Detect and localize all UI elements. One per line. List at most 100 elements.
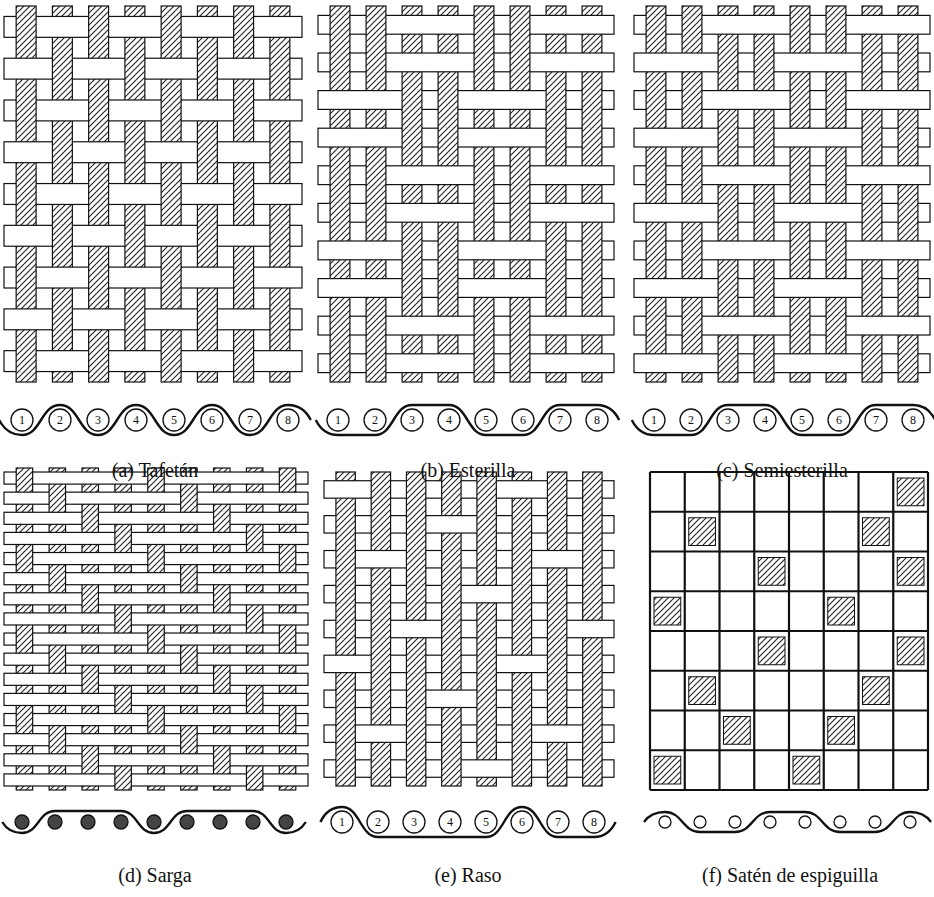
warp-edge [753, 353, 754, 374]
warp-section [87, 409, 109, 431]
warp-edge [330, 165, 331, 186]
warp-edge [197, 572, 198, 586]
weft-thread [4, 532, 308, 544]
warp-edge [425, 480, 426, 499]
warp-edge [421, 127, 422, 148]
warp-edge [512, 584, 513, 603]
warp-edge [131, 612, 132, 626]
warp-float [161, 350, 181, 373]
warp-edge [88, 350, 89, 373]
warp-edge [547, 654, 548, 673]
warp-edge [601, 724, 602, 743]
warp-edge [717, 52, 718, 73]
warp-edge [289, 224, 290, 247]
warp-float [442, 619, 461, 638]
callout-number: 2 [375, 816, 381, 828]
warp-edge [180, 15, 181, 38]
warp-float [826, 90, 846, 111]
warp-edge [402, 278, 403, 299]
weave-pattern [324, 472, 614, 786]
warp-edge [581, 90, 582, 111]
warp-float [442, 724, 461, 743]
warp-edge [474, 353, 475, 374]
warp-float [366, 315, 386, 336]
warp-float [161, 183, 181, 206]
warp-section [717, 409, 739, 431]
warp-edge [49, 733, 50, 747]
warp-edge [72, 141, 73, 164]
warp-edge [262, 612, 263, 626]
warp-float [330, 353, 350, 374]
warp-section [799, 816, 811, 828]
weft-thread [324, 481, 614, 498]
warp-edge [510, 353, 511, 374]
warp-edge [233, 183, 234, 206]
warp-edge [881, 127, 882, 148]
warp-float [547, 689, 566, 708]
warp-float [279, 552, 295, 566]
warp-section [201, 409, 223, 431]
warp-edge [601, 90, 602, 111]
weft-thread [318, 128, 614, 147]
warp-edge [52, 57, 53, 80]
warp-edge [531, 759, 532, 778]
warp-section [680, 409, 702, 431]
warp-float [181, 572, 197, 586]
warp-edge [355, 550, 356, 569]
warp-float [718, 52, 738, 73]
warp-edge [529, 52, 530, 73]
weft-thread [324, 760, 614, 777]
warp-float [512, 724, 531, 743]
warp-float [474, 14, 494, 35]
warp-edge [460, 619, 461, 638]
warp-edge [476, 480, 477, 499]
warp-edge [917, 202, 918, 223]
warp-edge [441, 480, 442, 499]
warp-edge [917, 278, 918, 299]
warp-edge [355, 689, 356, 708]
warp-float [510, 14, 530, 35]
weft-thread [4, 673, 308, 685]
warp-float [510, 353, 530, 374]
warp-edge [665, 240, 666, 261]
raised-cell [689, 677, 716, 705]
warp-float [646, 165, 666, 186]
warp-edge [582, 654, 583, 673]
warp-edge [98, 511, 99, 525]
warp-edge [460, 759, 461, 778]
warp-edge [881, 353, 882, 374]
warp-edge [529, 315, 530, 336]
warp-float [16, 350, 36, 373]
warp-float [512, 689, 531, 708]
warp-edge [665, 14, 666, 35]
warp-float [442, 480, 461, 499]
warp-edge [601, 759, 602, 778]
warp-float [546, 90, 566, 111]
warp-edge [789, 165, 790, 186]
warp-edge [825, 240, 826, 261]
warp-edge [124, 57, 125, 80]
warp-float [148, 713, 164, 727]
warp-float [826, 165, 846, 186]
raised-cell [758, 558, 785, 586]
weft-thread [4, 593, 308, 605]
warp-float [214, 511, 230, 525]
warp-float [125, 308, 145, 331]
warp-edge [335, 619, 336, 638]
warp-edge [789, 315, 790, 336]
callout-number: 2 [372, 414, 378, 426]
weave-pattern [4, 6, 302, 382]
warp-section [439, 811, 461, 833]
warp-edge [406, 480, 407, 499]
callout-number: 1 [651, 414, 657, 426]
warp-float [115, 773, 131, 787]
weft-thread [324, 516, 614, 533]
warp-edge [335, 584, 336, 603]
warp-float [52, 224, 72, 247]
warp-edge [108, 266, 109, 289]
warp-edge [349, 353, 350, 374]
grid-line [650, 749, 928, 751]
warp-edge [371, 480, 372, 499]
weft-path [0, 405, 311, 435]
warp-float [512, 550, 531, 569]
